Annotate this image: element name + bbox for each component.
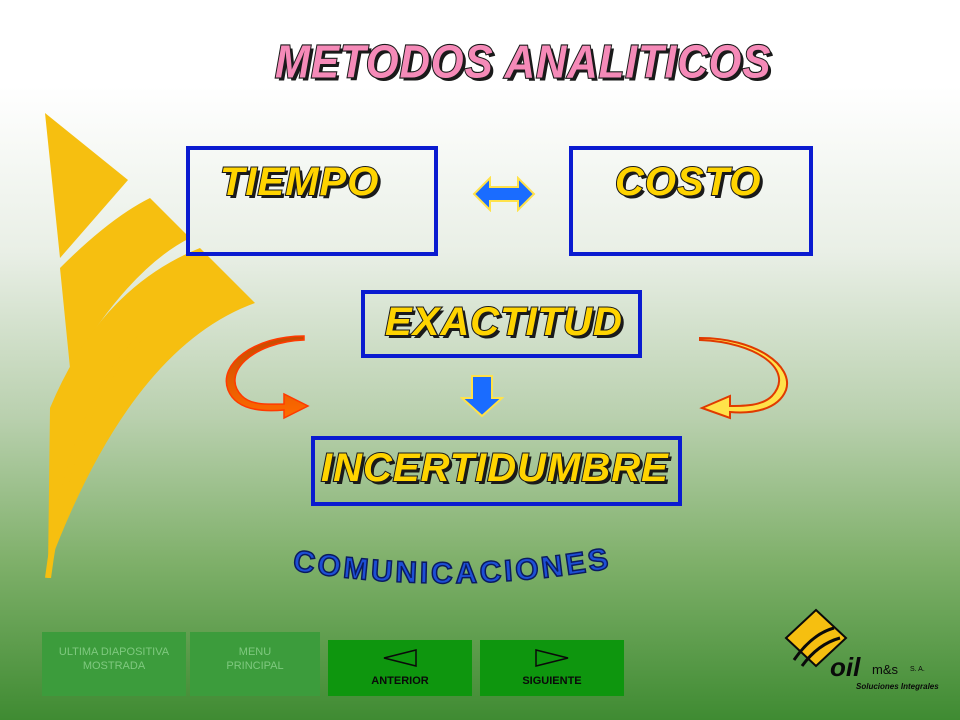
logo-swoosh-icon xyxy=(784,608,848,668)
main-menu-button[interactable]: MENU PRINCIPAL xyxy=(190,632,320,696)
main-menu-label: MENU PRINCIPAL xyxy=(226,646,284,672)
logo-sa: S. A. xyxy=(910,666,925,673)
down-arrow-icon xyxy=(460,375,504,418)
previous-label: ANTERIOR xyxy=(371,675,429,687)
curved-arrow-right-icon xyxy=(699,336,789,420)
previous-button[interactable]: ANTERIOR xyxy=(328,640,472,696)
slide-title: METODOS ANALITICOS xyxy=(274,34,772,88)
costo-box: COSTO xyxy=(569,146,813,256)
next-label: SIGUIENTE xyxy=(522,675,582,687)
curved-arrow-left-icon xyxy=(225,335,310,420)
next-button[interactable]: SIGUIENTE xyxy=(480,640,624,696)
incertidumbre-box: INCERTIDUMBRE xyxy=(311,436,682,506)
costo-label: COSTO xyxy=(614,159,762,205)
logo-suffix: m&s xyxy=(872,662,898,677)
incertidumbre-label: INCERTIDUMBRE xyxy=(320,445,669,491)
exactitud-box: EXACTITUD xyxy=(361,290,642,358)
last-slide-button[interactable]: ULTIMA DIAPOSITIVA MOSTRADA xyxy=(42,632,186,696)
comunicaciones-label: COMUNICACIONES xyxy=(290,541,611,590)
svg-text:COMUNICACIONES: COMUNICACIONES xyxy=(291,542,614,590)
last-slide-label: ULTIMA DIAPOSITIVA MOSTRADA xyxy=(58,646,170,672)
logo-brand: oil xyxy=(830,652,861,682)
triangle-right-icon xyxy=(535,649,569,667)
triangle-left-icon xyxy=(383,649,417,667)
tiempo-label: TIEMPO xyxy=(219,159,380,205)
logo-tagline: Soluciones Integrales xyxy=(856,682,939,691)
tiempo-box: TIEMPO xyxy=(186,146,438,256)
exactitud-label: EXACTITUD xyxy=(384,299,623,345)
double-arrow-icon xyxy=(472,176,536,212)
yellow-swoosh-decoration xyxy=(45,113,255,578)
comunicaciones-wordart: COMUNICACIONES xyxy=(290,541,614,590)
company-logo: oil m&s S. A. Soluciones Integrales xyxy=(772,608,948,698)
